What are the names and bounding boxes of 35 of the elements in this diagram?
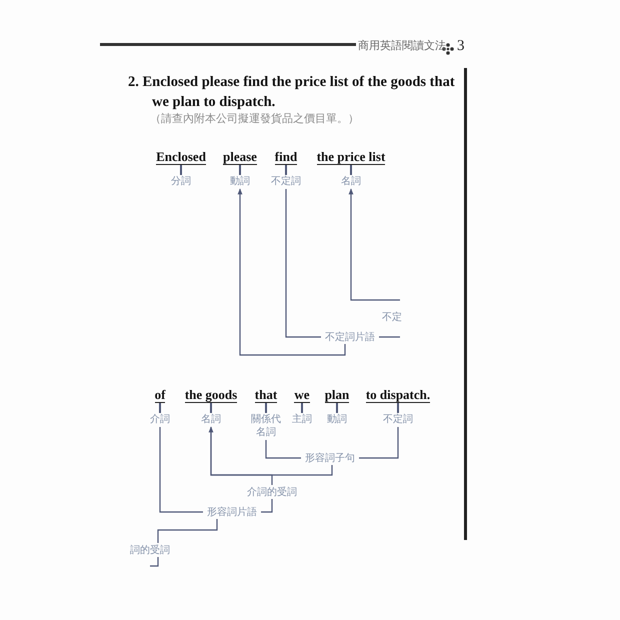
bracket-line: [265, 440, 301, 459]
arrow: [208, 426, 333, 476]
arrow: [238, 188, 346, 356]
bracket-line: [150, 557, 159, 567]
sentence-word: that: [254, 387, 278, 403]
sentence-word: find: [274, 149, 298, 165]
sentence-word: please: [223, 149, 257, 165]
bracket-line: [359, 427, 399, 459]
sentence-title: 2. Enclosed please find the price list of the goods that we plan to dispatch.: [128, 73, 456, 112]
part-of-speech: 不定詞: [271, 175, 301, 188]
part-of-speech: 關係代名詞: [250, 413, 282, 439]
page-header: 商用英語閱讀文法: [358, 40, 446, 54]
part-of-speech: 介詞: [150, 413, 170, 426]
part-of-speech: 動詞: [327, 413, 347, 426]
bracket-line: [157, 519, 218, 543]
sentence-word: plan: [324, 387, 350, 403]
part-label: 不定: [382, 312, 402, 324]
bracket-line: [159, 427, 203, 513]
bracket-line: [379, 336, 400, 338]
bracket-line: [210, 427, 273, 485]
part-of-speech: 不定詞: [383, 413, 413, 426]
sentence-word: Enclosed: [156, 149, 206, 165]
page-number: 3: [457, 37, 464, 55]
sentence-word: the price list: [316, 149, 386, 165]
part-of-speech: 名詞: [201, 413, 221, 426]
part-of-speech: 名詞: [341, 175, 361, 188]
arrow: [348, 188, 400, 301]
sentence-word: the goods: [184, 387, 238, 403]
translation-note: （請查內附本公司擬運發貨品之價目單。）: [150, 113, 359, 126]
part-of-speech: 動詞: [230, 175, 250, 188]
sentence-word: to dispatch.: [366, 387, 430, 403]
part-of-speech: 主詞: [292, 413, 312, 426]
bracket-line: [285, 189, 321, 338]
part-of-speech: 分詞: [171, 175, 191, 188]
bracket-line: [261, 499, 273, 513]
